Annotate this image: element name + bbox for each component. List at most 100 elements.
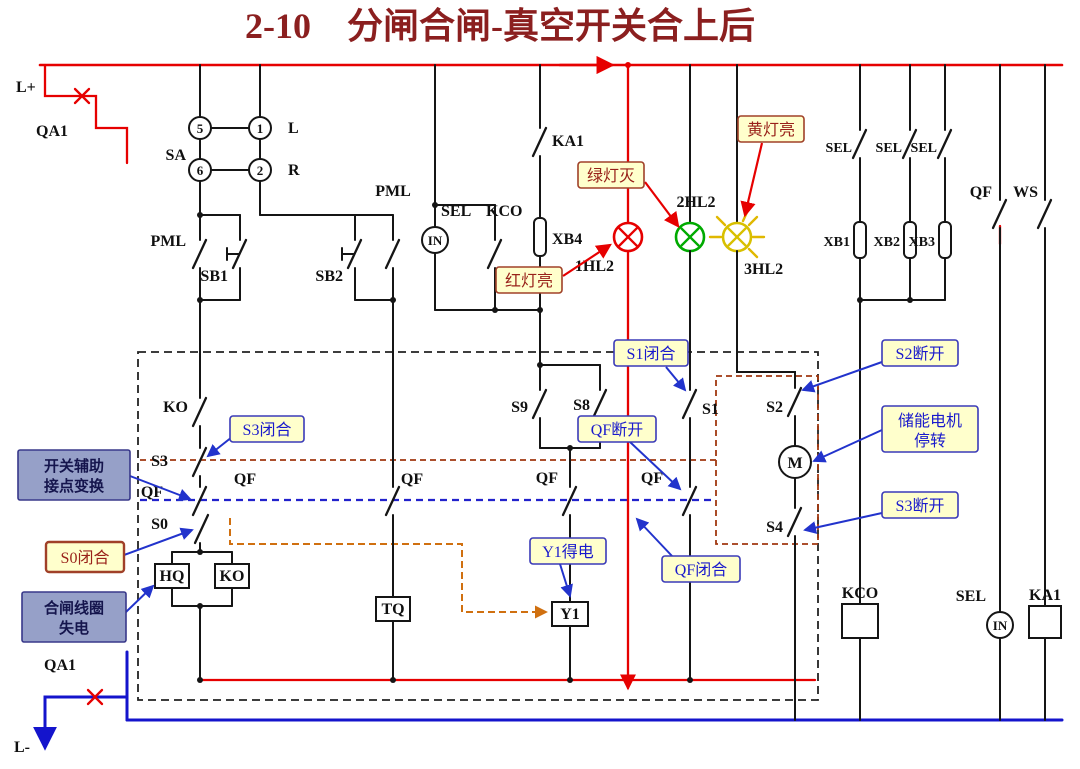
ko-contact bbox=[191, 396, 208, 428]
l-minus-label: L- bbox=[14, 739, 30, 756]
qa1-bottom-switch bbox=[33, 695, 129, 751]
s3-label: S3 bbox=[151, 453, 168, 470]
callout-s2-open-text: S2断开 bbox=[896, 345, 945, 363]
lamp-1hl2-label: 1HL2 bbox=[575, 258, 614, 275]
callout-red-on-text: 红灯亮 bbox=[505, 272, 553, 290]
lamp-3hl2-label: 3HL2 bbox=[744, 261, 783, 278]
xb1-label: XB1 bbox=[824, 235, 850, 250]
sel-xb-group: SEL SEL SEL XB1 XB2 XB3 KCO bbox=[824, 64, 953, 721]
hq-coil-label: HQ bbox=[160, 568, 185, 585]
callout-s0-closed bbox=[44, 540, 126, 574]
motor-m-label: M bbox=[787, 455, 802, 472]
s9-s8-y1-branch: Y1 S9 S8 bbox=[511, 309, 608, 683]
sb2-pml-branch: SB2 PML bbox=[259, 183, 411, 488]
ka1-top-label: KA1 bbox=[552, 133, 584, 150]
callouts: 绿灯灭 黄灯亮 红灯亮 S1闭合 S2断开 储能电机 停转 S3断开 S3闭合 … bbox=[17, 115, 979, 643]
s9-contact bbox=[531, 388, 548, 420]
pml-contact bbox=[191, 238, 208, 270]
in-device-label: IN bbox=[428, 233, 443, 248]
sel-top-label: SEL bbox=[441, 203, 471, 220]
callout-y1-energized-text: Y1得电 bbox=[542, 543, 594, 561]
sel-bottom-label: SEL bbox=[956, 588, 986, 605]
qf-aux-labels: QF QF QF QF QF bbox=[141, 470, 663, 501]
qf-aux-label-4: QF bbox=[536, 470, 558, 487]
callout-s2-open bbox=[881, 339, 959, 367]
callout-s3-open-text: S3断开 bbox=[896, 497, 945, 515]
callout-qf-closed-text: QF闭合 bbox=[675, 561, 727, 579]
xb4-component bbox=[533, 217, 547, 257]
l-plus-label: L+ bbox=[16, 79, 36, 96]
callout-aux-contact-line1: 开关辅助 bbox=[44, 457, 104, 475]
callout-s3-closed bbox=[229, 415, 305, 443]
s1-contact bbox=[681, 388, 698, 420]
s2-label: S2 bbox=[766, 399, 783, 416]
callout-coil-deenergized-line1: 合闸线圈 bbox=[43, 599, 104, 617]
positive-rail: L+ QA1 bbox=[16, 55, 1064, 691]
sel2-label: SEL bbox=[876, 141, 902, 156]
sb1-label: SB1 bbox=[200, 268, 228, 285]
callout-coil-deenergized-line2: 失电 bbox=[59, 619, 89, 637]
sa-terminal-5: 5 bbox=[197, 121, 204, 136]
qf-aux-contact-y1 bbox=[561, 485, 578, 517]
pml-upper-contact bbox=[384, 238, 401, 270]
negative-rail: QA1 L- bbox=[14, 650, 1064, 756]
qf-aux-label-3: QF bbox=[401, 471, 423, 488]
callout-green-off bbox=[577, 161, 645, 189]
callout-s0-closed-text: S0闭合 bbox=[61, 549, 110, 567]
callout-qf-closed bbox=[661, 555, 741, 583]
s0-contact bbox=[193, 513, 210, 545]
sa-label: SA bbox=[166, 147, 187, 164]
xb3-component bbox=[938, 221, 952, 259]
callout-yellow-on bbox=[737, 115, 805, 143]
in-bottom-label: IN bbox=[993, 618, 1008, 633]
tq-branch: TQ bbox=[375, 485, 411, 683]
sa-right-label: R bbox=[288, 162, 300, 179]
qf-aux-label-5: QF bbox=[641, 470, 663, 487]
kco-coil bbox=[841, 603, 879, 639]
qf-aux-label-1: QF bbox=[141, 484, 163, 501]
sa-terminal-2: 2 bbox=[257, 163, 264, 178]
ko-s3-s0-column: HQ KO KO S3 S0 bbox=[151, 396, 250, 683]
callout-red-on bbox=[495, 266, 563, 294]
qa1-top-switch bbox=[43, 63, 129, 165]
s3-contact bbox=[191, 446, 208, 478]
sel1-label: SEL bbox=[826, 141, 852, 156]
sel2-contact bbox=[901, 128, 918, 160]
sa-selector-switch: 5 1 6 2 SA L R bbox=[166, 64, 300, 241]
callout-aux-contact-line2: 接点变换 bbox=[44, 477, 105, 495]
qf-aux-contact-tq bbox=[384, 485, 401, 517]
tq-coil bbox=[375, 596, 411, 622]
callout-s1-closed bbox=[613, 339, 689, 367]
sel1-contact bbox=[851, 128, 868, 160]
callout-green-off-text: 绿灯灭 bbox=[587, 167, 635, 185]
kco-top-label: KCO bbox=[486, 203, 522, 220]
ko-coil-label: KO bbox=[220, 568, 245, 585]
xb1-component bbox=[853, 221, 867, 259]
indicator-lamps: 1HL2 2HL2 3HL2 bbox=[575, 64, 783, 278]
lamp-2hl2-label: 2HL2 bbox=[676, 194, 715, 211]
sel3-label: SEL bbox=[911, 141, 937, 156]
kco-contact bbox=[486, 238, 503, 270]
in-kco-branch: IN SEL KCO bbox=[421, 64, 543, 313]
y1-coil-label: Y1 bbox=[560, 606, 580, 623]
ws-contact bbox=[1036, 198, 1053, 230]
sa-left-label: L bbox=[288, 120, 299, 137]
sa-terminal-1: 1 bbox=[257, 121, 264, 136]
ka1-contact bbox=[531, 126, 548, 158]
ka1-xb4-branch: KA1 XB4 bbox=[531, 64, 584, 311]
s9-label: S9 bbox=[511, 399, 528, 416]
xb2-label: XB2 bbox=[874, 235, 900, 250]
s1-branch: S1 bbox=[681, 250, 719, 683]
ko-contact-label: KO bbox=[163, 399, 188, 416]
s4-contact bbox=[786, 506, 803, 538]
callout-motor-stop bbox=[881, 405, 979, 453]
s1-label: S1 bbox=[702, 401, 719, 418]
s2-motor-s4-branch: M S2 S4 bbox=[736, 250, 812, 721]
ka1-coil-label: KA1 bbox=[1029, 587, 1061, 604]
s4-label: S4 bbox=[766, 519, 783, 536]
s2-contact bbox=[786, 386, 803, 418]
qa1-top-label: QA1 bbox=[36, 123, 68, 140]
qf-aux-contact-left bbox=[191, 485, 208, 517]
